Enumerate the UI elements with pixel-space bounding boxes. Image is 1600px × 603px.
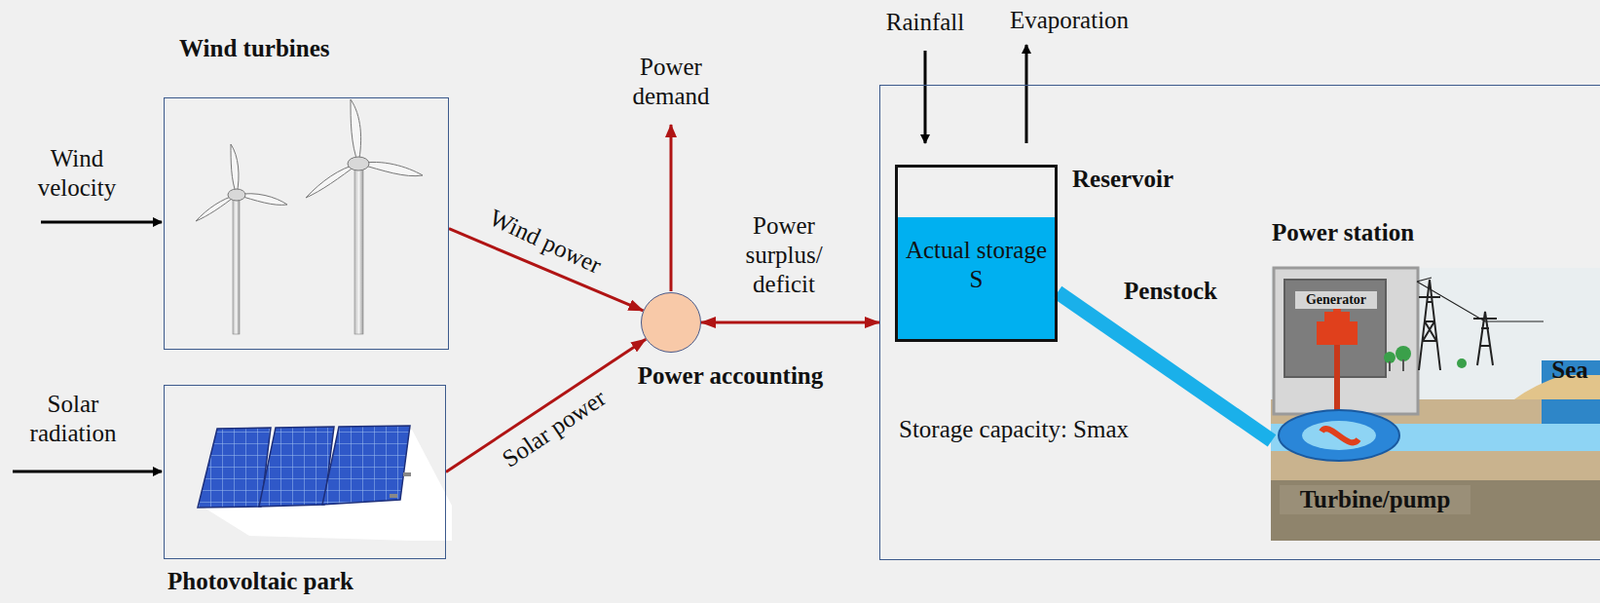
rain-arrow bbox=[924, 50, 928, 144]
edge-label: Power surplus/ deficit bbox=[730, 211, 838, 299]
flow-label: Rainfall bbox=[866, 7, 984, 38]
demand-arrow bbox=[669, 124, 673, 292]
box-title: Photovoltaic park bbox=[167, 566, 441, 596]
accounting-circle: Power accounting bbox=[640, 292, 702, 353]
input-label: Wind velocity bbox=[28, 144, 126, 203]
power-station-art bbox=[1270, 267, 1600, 541]
water bbox=[894, 217, 1056, 340]
input-label: Solar radiation bbox=[19, 389, 127, 448]
pv-box: Photovoltaic park bbox=[163, 384, 447, 559]
reservoir-box: ReservoirActual storage S bbox=[894, 164, 1058, 342]
storage-label: Actual storage S bbox=[897, 235, 1055, 295]
wind-turbine-art bbox=[195, 99, 423, 335]
wind-box: Wind turbines bbox=[163, 97, 449, 350]
part-label: Turbine/pump bbox=[1279, 484, 1471, 515]
power-flow bbox=[446, 338, 646, 472]
output-label: Power demand bbox=[617, 52, 725, 112]
solar-panel-art bbox=[197, 425, 452, 541]
edge-label: Solar power bbox=[484, 375, 623, 483]
box-title: Wind turbines bbox=[179, 34, 433, 64]
input-arrow bbox=[40, 221, 162, 224]
flow-label: Evaporation bbox=[996, 5, 1143, 36]
node-label: Power accounting bbox=[584, 361, 877, 391]
part-label: Generator bbox=[1295, 291, 1377, 309]
edge-label: Wind power bbox=[473, 197, 619, 287]
input-arrow bbox=[12, 470, 162, 474]
part-label: Sea bbox=[1545, 355, 1595, 385]
storage-system-box: Storage capacity: SmaxReservoirActual st… bbox=[879, 84, 1600, 560]
power-flow bbox=[701, 321, 880, 325]
box-title: Power station bbox=[1271, 218, 1487, 248]
edge-label: Penstock bbox=[1107, 276, 1234, 306]
capacity-label: Storage capacity: Smax bbox=[898, 414, 1211, 445]
box-title: Reservoir bbox=[1072, 164, 1219, 194]
evaporation-arrow bbox=[1025, 44, 1029, 144]
